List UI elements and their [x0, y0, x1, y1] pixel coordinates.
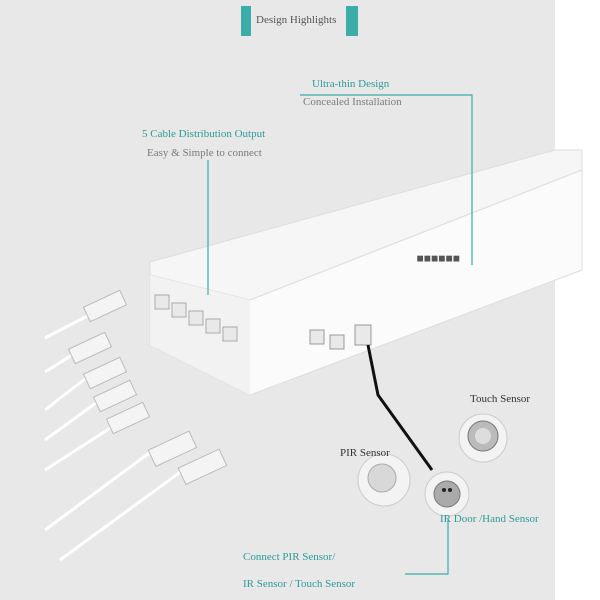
connector-plugs — [67, 289, 228, 486]
cable-subtitle: Easy & Simple to connect — [147, 147, 262, 159]
touch-sensor-image — [458, 413, 508, 463]
page-title: Design Highlights — [256, 14, 337, 26]
callout-lines — [207, 94, 473, 575]
ir-sensor-image — [424, 471, 470, 517]
controller-print: ■■■■■■ — [417, 252, 461, 266]
ir-sensor-label: IR Door /Hand Sensor — [440, 513, 539, 525]
pir-sensor-image — [357, 453, 411, 507]
title-bar-left — [241, 6, 251, 36]
connect-label-line2: IR Sensor / Touch Sensor — [243, 578, 356, 590]
sensor-cable — [366, 344, 434, 471]
title-bar-right — [346, 6, 358, 36]
cable-title: 5 Cable Distribution Output — [142, 128, 266, 140]
touch-sensor-label: Touch Sensor — [470, 393, 531, 405]
ultra-thin-title: Ultra-thin Design — [312, 78, 390, 90]
connect-label-line1: Connect PIR Sensor/ — [243, 551, 336, 563]
right-margin — [555, 0, 600, 600]
output-ports — [154, 294, 238, 342]
sensor-ports — [309, 324, 372, 350]
connector-cables — [44, 310, 191, 562]
pir-sensor-label: PIR Sensor — [340, 447, 390, 459]
ultra-thin-subtitle: Concealed Installation — [303, 96, 402, 108]
